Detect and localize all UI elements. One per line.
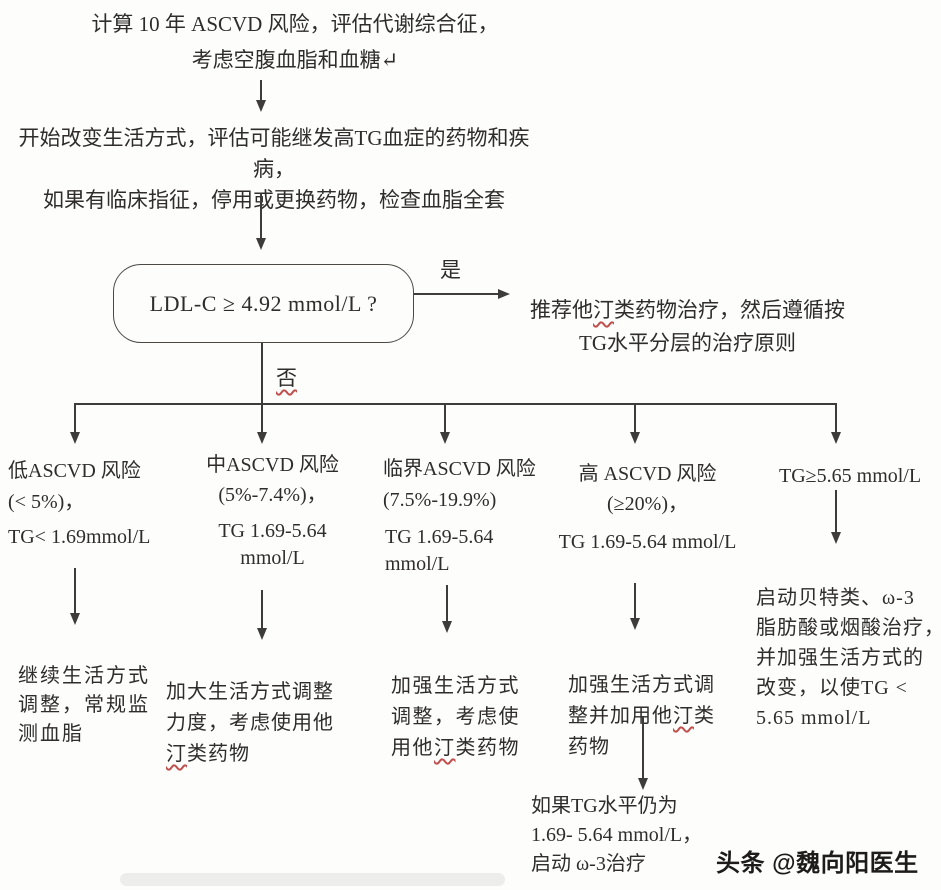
risk-low-label: 低ASCVD 风险 (< 5%)， — [8, 460, 141, 513]
action-borderline-text-marked: 汀 — [434, 737, 456, 759]
risk-intermediate-tg: TG 1.69-5.64 mmol/L — [218, 520, 327, 569]
action-high-text: 加强生活方式调 整并加用他 — [568, 674, 715, 727]
statin-recommendation-node: 推荐他汀类药物治疗，然后遵循按 TG水平分层的治疗原则 — [520, 261, 855, 360]
arrow-down-icon — [835, 490, 837, 532]
arrow-right-icon — [414, 293, 498, 295]
action-borderline-text: 加强生活方式 调整，考虑使 用他 — [391, 675, 520, 759]
watermark-author: 头条 @魏向阳医生 — [716, 850, 919, 877]
scan-artifact-strip — [120, 873, 505, 886]
action-high-text-marked: 汀 — [673, 705, 694, 727]
risk-intermediate-label: 中ASCVD 风险 (5%-7.4%)， — [206, 454, 339, 506]
risk-high-tg: TG 1.69-5.64 mmol/L — [558, 531, 737, 553]
risk-severe-tg-label: TG≥5.65 mmol/L — [779, 465, 922, 487]
ldl-decision-label: LDL-C ≥ 4.92 mmol/L ? — [149, 290, 378, 316]
arrow-down-icon — [260, 193, 262, 238]
action-intermediate-text: 类药物 — [187, 743, 250, 765]
action-intermediate-text-marked: 汀 — [166, 743, 187, 765]
statin-text-marked: 汀 — [593, 298, 614, 322]
risk-borderline-tg: TG 1.69-5.64 mmol/L — [385, 526, 494, 575]
branch-stem-arrow — [74, 404, 76, 432]
risk-high-label: 高 ASCVD 风险 (≥20%)， — [578, 463, 717, 515]
action-severe-tg-node: 启动贝特类、ω-3 脂肪酸或烟酸治疗， 并加强生活方式的 改变，以使TG < 5… — [756, 553, 941, 733]
action-severe-tg-text: 启动贝特类、ω-3 脂肪酸或烟酸治疗， 并加强生活方式的 改变，以使TG < 5… — [756, 587, 941, 729]
arrow-down-icon — [446, 585, 448, 621]
followup-omega3-node: 如果TG水平仍为 1.69- 5.64 mmol/L， 启动 ω-3治疗 — [531, 795, 703, 875]
arrow-down-icon — [74, 568, 76, 613]
branch-stem-arrow — [444, 404, 446, 432]
arrow-down-icon — [260, 80, 262, 100]
risk-borderline-label: 临界ASCVD 风险 (7.5%-19.9%) — [383, 458, 536, 511]
action-high-node: 加强生活方式调 整并加用他汀类 药物 — [568, 639, 743, 763]
branch-stem-arrow — [634, 404, 636, 432]
branch-rail-line — [74, 403, 837, 405]
lifestyle-node: 开始改变生活方式，评估可能继发高TG血症的药物和疾病， 如果有临床指征，停用或更… — [18, 126, 530, 212]
action-borderline-node: 加强生活方式 调整，考虑使 用他汀类药物 — [391, 640, 549, 764]
risk-low-tg: TG< 1.69mmol/L — [8, 526, 151, 548]
action-intermediate-text: 加大生活方式调整 力度，考虑使用他 — [166, 681, 334, 734]
no-label: 否 — [276, 366, 297, 390]
branch-stem-arrow — [835, 404, 837, 432]
arrow-down-icon — [642, 716, 644, 778]
action-high-text: 类 药物 — [568, 705, 715, 758]
yes-label: 是 — [440, 258, 461, 282]
action-borderline-text: 类药物 — [455, 737, 520, 759]
ldl-decision-box: LDL-C ≥ 4.92 mmol/L ? — [113, 264, 414, 343]
branch-stem-arrow — [261, 404, 263, 432]
action-low-node: 继续生活方式 调整，常规监 测血脂 — [18, 633, 168, 749]
no-connector-line — [261, 343, 263, 404]
assess-node: 计算 10 年 ASCVD 风险，评估代谢综合征， 考虑空腹血脂和血糖↵ — [91, 12, 499, 72]
action-low-text: 继续生活方式 调整，常规监 测血脂 — [18, 665, 150, 745]
statin-text: 类药物治疗，然后遵循按 TG水平分层的治疗原则 — [579, 298, 845, 355]
arrow-down-icon — [634, 583, 636, 618]
statin-text: 推荐他 — [530, 298, 593, 322]
arrow-down-icon — [261, 590, 263, 628]
action-intermediate-node: 加大生活方式调整 力度，考虑使用他 汀类药物 — [166, 646, 356, 770]
